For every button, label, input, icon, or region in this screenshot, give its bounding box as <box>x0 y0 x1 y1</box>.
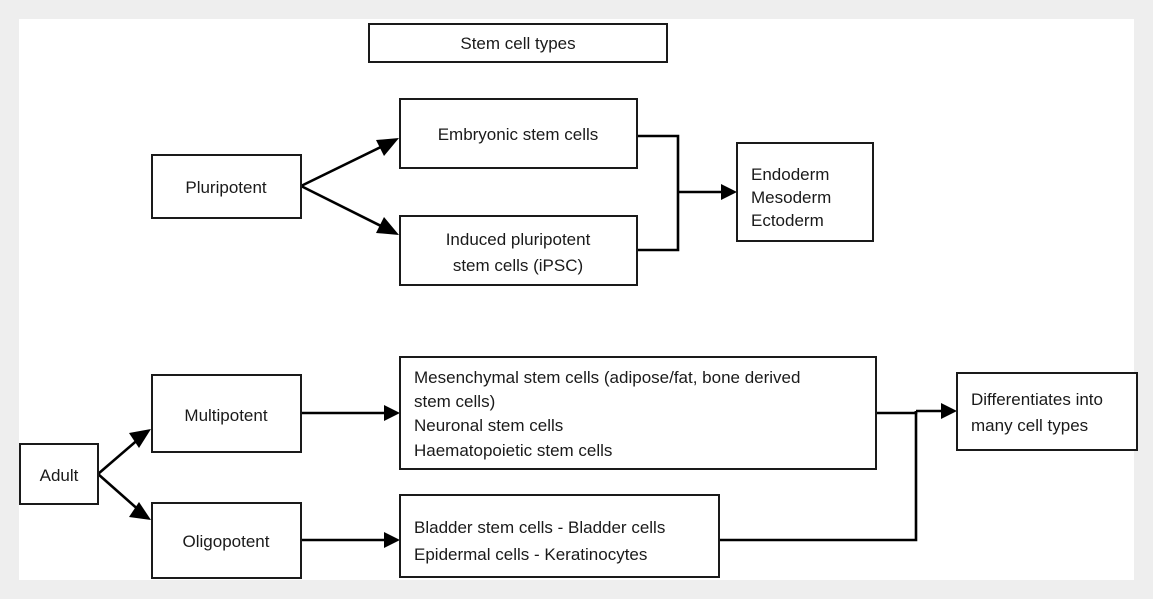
node-title: Stem cell types <box>368 23 668 63</box>
differentiates-line1: Differentiates into <box>971 390 1103 409</box>
germ-layer-endoderm: Endoderm <box>751 165 829 184</box>
node-pluripotent: Pluripotent <box>151 154 302 219</box>
node-ipsc: Induced pluripotent stem cells (iPSC) <box>399 215 638 286</box>
edge-outputs-to-differentiates <box>719 403 957 542</box>
edge-multipotent-to-outputs <box>301 405 400 421</box>
multipotent-label: Multipotent <box>184 406 267 425</box>
node-differentiates: Differentiates into many cell types <box>956 372 1138 451</box>
multipotent-output-line3: Neuronal stem cells <box>414 416 563 435</box>
multipotent-output-line2: stem cells) <box>414 392 495 411</box>
ipsc-label-line1: Induced pluripotent <box>446 230 591 249</box>
multipotent-output-line4: Haematopoietic stem cells <box>414 441 612 460</box>
germ-layer-mesoderm: Mesoderm <box>751 188 831 207</box>
differentiates-line2: many cell types <box>971 416 1088 435</box>
node-oligopotent-outputs: Bladder stem cells - Bladder cells Epide… <box>399 494 720 578</box>
edge-pluripotent-to-embryonic <box>300 138 399 188</box>
embryonic-label: Embryonic stem cells <box>438 125 599 144</box>
multipotent-output-line1: Mesenchymal stem cells (adipose/fat, bon… <box>414 368 800 387</box>
node-adult: Adult <box>19 443 99 505</box>
oligopotent-label: Oligopotent <box>183 532 270 551</box>
node-germ-layers: Endoderm Mesoderm Ectoderm <box>736 142 874 242</box>
edge-adult-to-multipotent <box>97 429 151 475</box>
oligopotent-output-line1: Bladder stem cells - Bladder cells <box>414 518 665 537</box>
node-embryonic-stem-cells: Embryonic stem cells <box>399 98 638 169</box>
adult-label: Adult <box>40 466 79 485</box>
node-multipotent-outputs: Mesenchymal stem cells (adipose/fat, bon… <box>399 356 877 470</box>
oligopotent-output-line2: Epidermal cells - Keratinocytes <box>414 545 647 564</box>
node-multipotent: Multipotent <box>151 374 302 453</box>
pluripotent-label: Pluripotent <box>185 178 267 197</box>
title-label: Stem cell types <box>460 34 575 53</box>
edge-pluripotent-outputs-to-germ-layers <box>637 134 737 252</box>
edge-pluripotent-to-ipsc <box>300 184 399 235</box>
germ-layer-ectoderm: Ectoderm <box>751 211 824 230</box>
node-oligopotent: Oligopotent <box>151 502 302 579</box>
ipsc-label-line2: stem cells (iPSC) <box>453 256 583 275</box>
edge-oligopotent-to-outputs <box>301 532 400 548</box>
edge-adult-to-oligopotent <box>97 473 151 520</box>
